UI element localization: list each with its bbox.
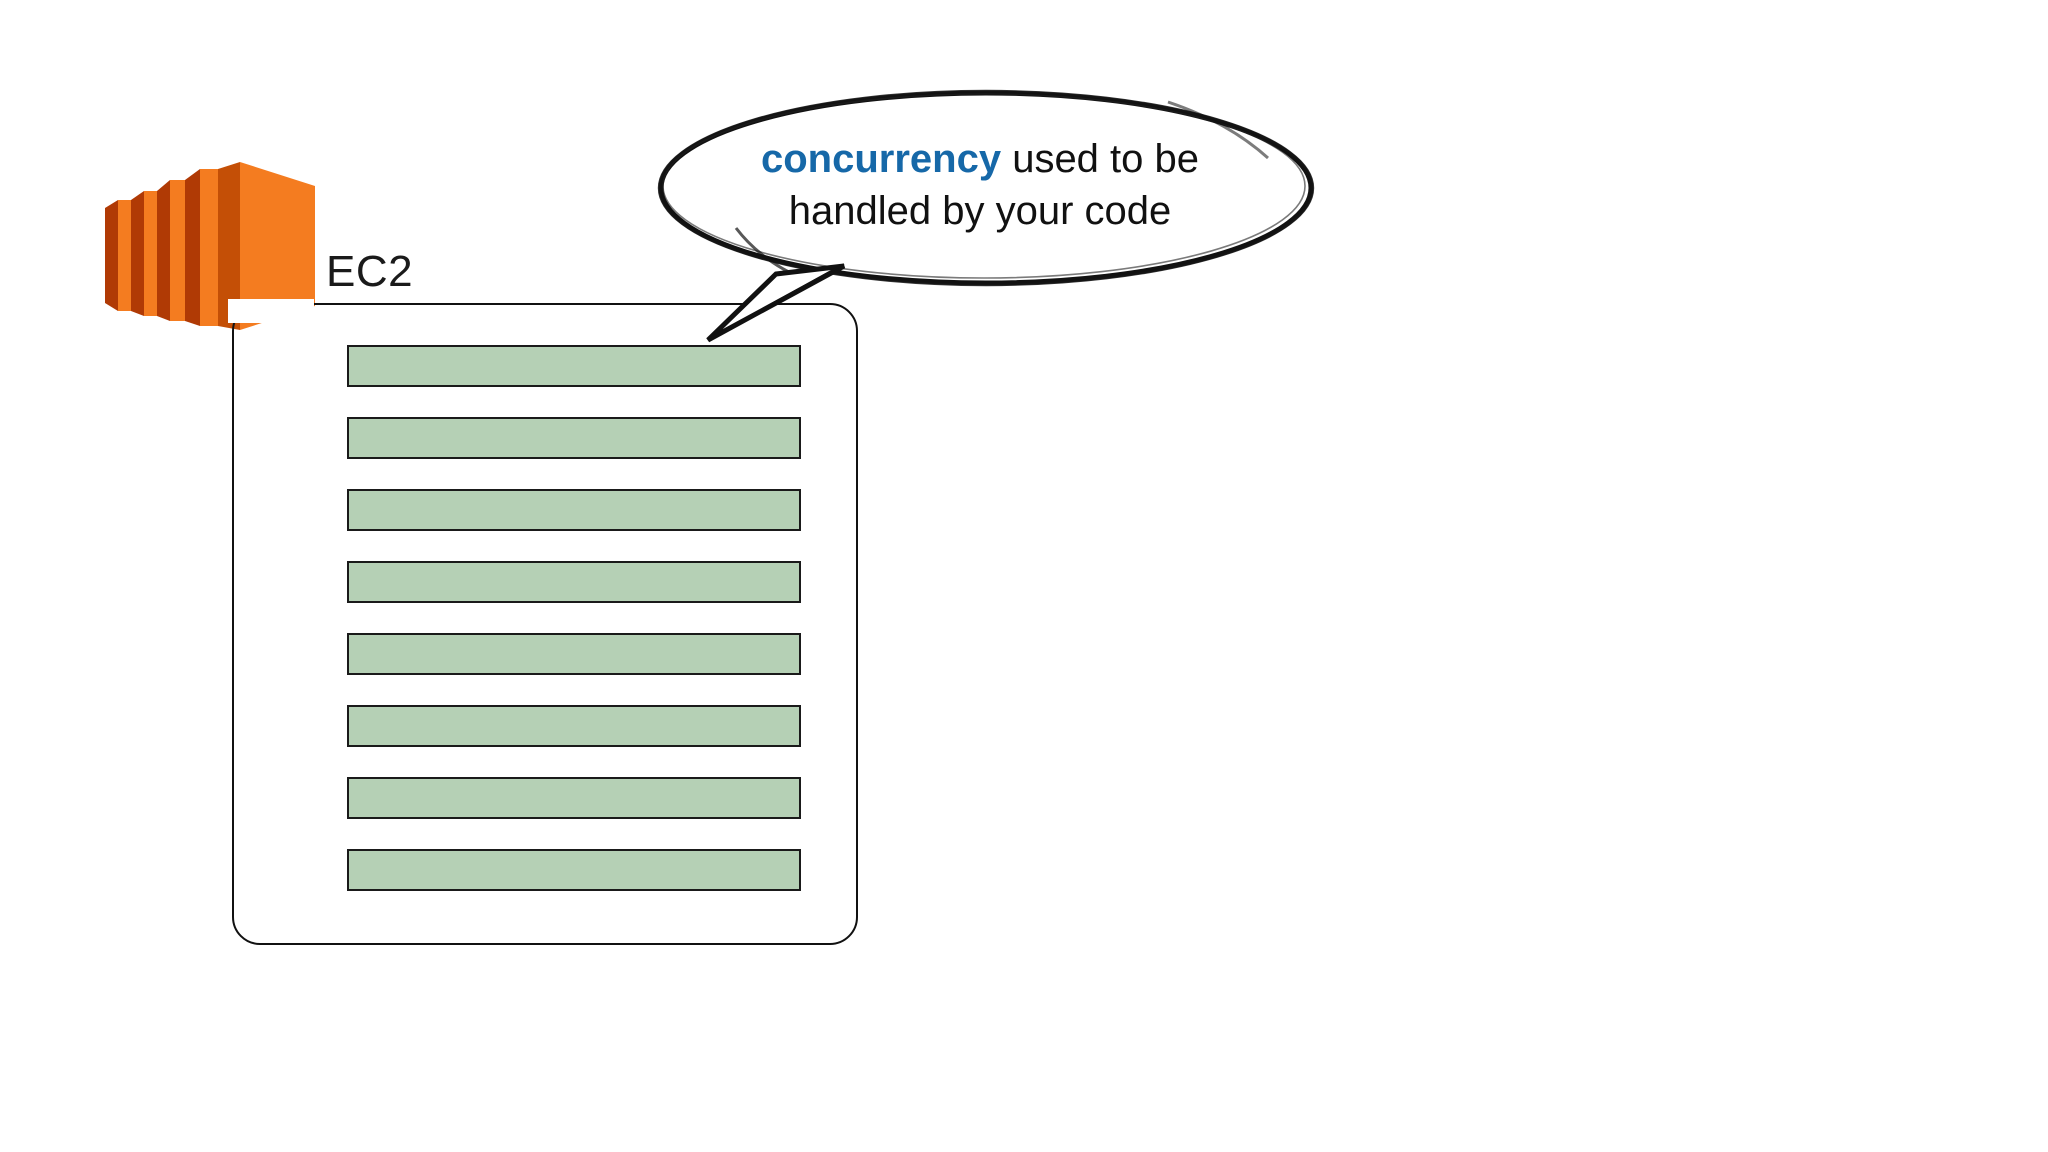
ec2-instance-container <box>232 303 858 945</box>
process-bar <box>347 849 801 891</box>
process-bar <box>347 489 801 531</box>
box-corner-mask <box>228 299 314 323</box>
callout-highlight-word: concurrency <box>760 137 1002 181</box>
callout-text: concurrency used to be handled by your c… <box>700 133 1260 237</box>
process-bar <box>347 633 801 675</box>
callout-line1-rest: used to be <box>1001 137 1200 181</box>
process-bar <box>347 777 801 819</box>
callout-line2: handled by your code <box>788 189 1172 233</box>
speech-bubble <box>648 78 1318 348</box>
concurrent-process-bars <box>347 345 801 891</box>
process-bar <box>347 417 801 459</box>
process-bar <box>347 561 801 603</box>
process-bar <box>347 345 801 387</box>
ec2-label: EC2 <box>326 247 414 296</box>
aws-ec2-icon <box>100 160 320 330</box>
process-bar <box>347 705 801 747</box>
